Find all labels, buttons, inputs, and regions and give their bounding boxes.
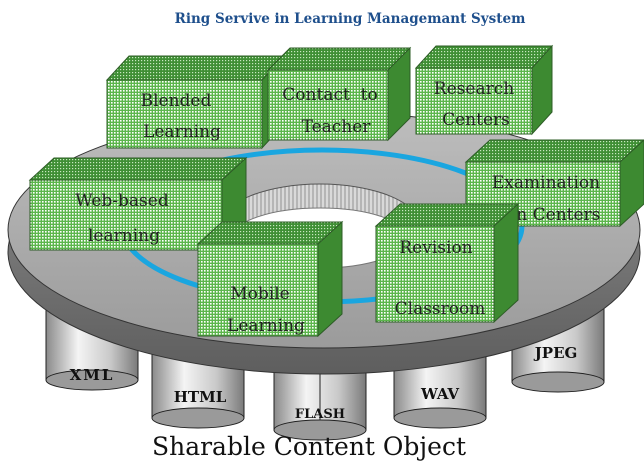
cylinder-label-xml: XML [70, 366, 115, 384]
box-label-web-line2: learning [88, 226, 160, 246]
cylinder-label-flash: FLASH [295, 407, 345, 422]
box-label-research-line2: Centers [442, 110, 510, 130]
box-label-revision-line2: Classroom [395, 299, 486, 319]
box-label-research-line1: Research [434, 79, 514, 99]
box-label-revision-line1: Revision [399, 238, 472, 258]
cylinder-label-jpeg: JPEG [533, 344, 578, 362]
box-research-centers: Research Centers [414, 44, 554, 136]
box-web-based-learning: Web-based learning [28, 156, 248, 252]
box-label-blended-line2: Learning [143, 122, 221, 142]
box-label-contact-line2: Teacher [302, 117, 372, 137]
box-label-mobile-line1: Mobile [230, 284, 289, 304]
footer-caption: Sharable Content Object [152, 432, 466, 461]
box-label-contact-line1: Contact to [282, 85, 377, 105]
box-label-blended-line1: Blended [141, 91, 212, 111]
cylinder-label-html: HTML [174, 388, 227, 406]
box-label-mobile-line2: Learning [227, 316, 305, 336]
box-label-exam-line2: In Centers [510, 205, 601, 225]
box-blended-learning: Blended Learning [105, 54, 286, 150]
box-mobile-learning: Mobile Learning [196, 220, 344, 338]
box-label-exam-line1: Examination [492, 173, 600, 193]
box-contact-to-teacher: Contact to Teacher [266, 46, 412, 142]
box-revision-classroom: Revision Classroom [374, 202, 520, 324]
diagram-title: Ring Servive in Learning Managemant Syst… [175, 11, 526, 27]
box-label-web-line1: Web-based [75, 191, 169, 211]
cylinder-label-wav: WAV [420, 385, 459, 403]
